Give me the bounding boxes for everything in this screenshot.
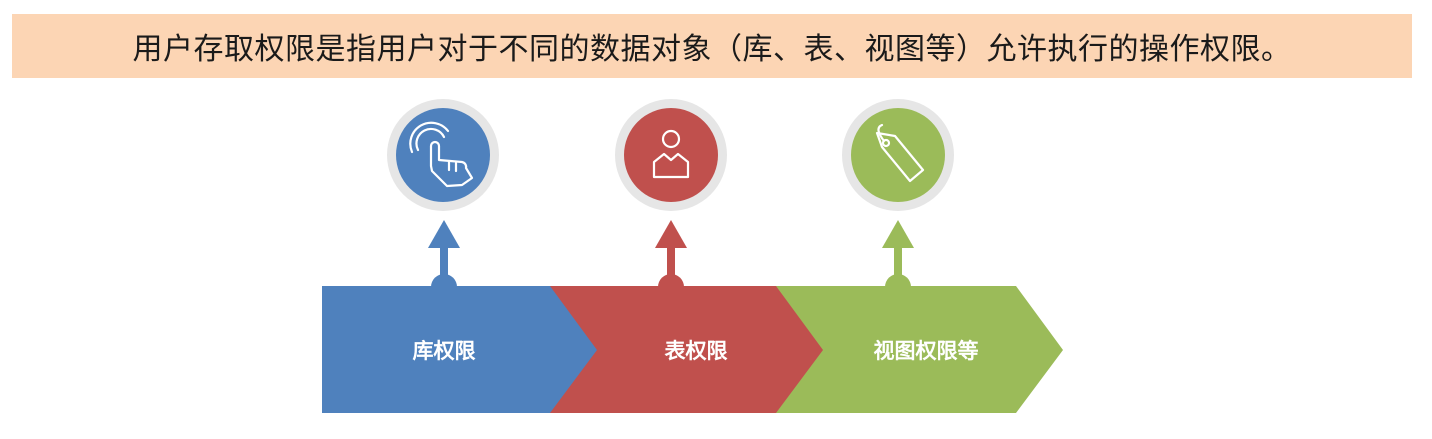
circle-database [387,99,499,211]
chevron-database-permission [322,286,610,413]
connector-view [882,220,914,287]
chevron-table-permission [550,286,837,413]
connector-stem [440,244,448,286]
step-label-database: 库权限 [413,339,476,363]
up-arrow-icon [428,220,460,248]
circle-table [615,99,727,211]
step-label-table: 表权限 [665,339,728,363]
description-banner: 用户存取权限是指用户对于不同的数据对象（库、表、视图等）允许执行的操作权限。 [12,14,1412,78]
tag-icon [875,123,925,183]
up-arrow-icon [655,220,687,248]
touch-gesture-icon [409,121,474,188]
chevron-row [322,286,1063,413]
chevron-view-permission [776,286,1063,413]
connector-stem [894,244,902,286]
up-arrow-icon [882,220,914,248]
circle-disc [396,108,490,202]
connector-table [655,220,687,287]
banner-text: 用户存取权限是指用户对于不同的数据对象（库、表、视图等）允许执行的操作权限。 [132,32,1292,67]
circle-disc [624,108,718,202]
user-icon [652,129,690,179]
connector-database [428,220,460,287]
circle-disc [851,108,945,202]
step-label-view: 视图权限等 [874,339,979,363]
circle-view [842,99,954,211]
connector-stem [667,244,675,286]
